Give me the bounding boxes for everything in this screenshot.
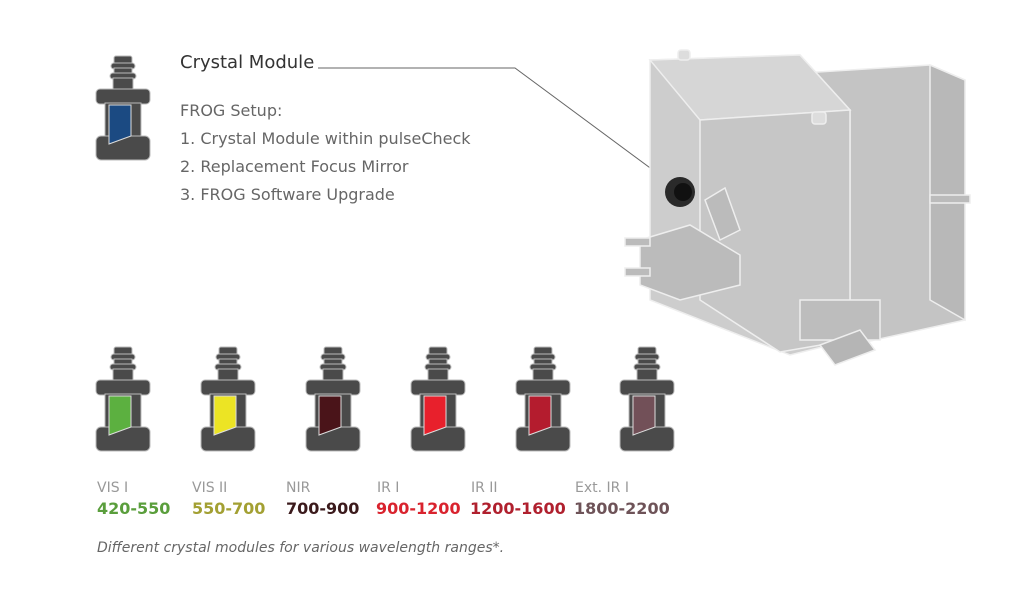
pulsecheck-device: [624, 49, 971, 366]
crystal-module-icon: [410, 346, 466, 452]
footnote: Different crystal modules for various wa…: [97, 540, 505, 556]
main-crystal-module-icon: [95, 55, 151, 161]
crystal-plate: [213, 395, 237, 436]
crystal-plate: [108, 104, 132, 145]
crystal-plate: [318, 395, 342, 436]
crystal-module-icon: [200, 346, 256, 452]
module-range: 420-550: [97, 499, 171, 518]
crystal-module-icon: [95, 346, 151, 452]
frog-setup-list: FROG Setup: 1. Crystal Module within pul…: [180, 97, 471, 209]
setup-item: 2. Replacement Focus Mirror: [180, 157, 409, 176]
setup-heading: FROG Setup:: [180, 101, 283, 120]
module-name: Ext. IR I: [575, 480, 629, 496]
crystal-plate: [108, 395, 132, 436]
callout-line: [318, 67, 681, 191]
module-range: 900-1200: [376, 499, 461, 518]
crystal-module-icon: [619, 346, 675, 452]
module-name: IR II: [471, 480, 498, 496]
crystal-plate: [528, 395, 552, 436]
setup-item: 3. FROG Software Upgrade: [180, 185, 395, 204]
crystal-module-icon: [305, 346, 361, 452]
module-range: 550-700: [192, 499, 266, 518]
module-range: 700-900: [286, 499, 360, 518]
setup-item: 1. Crystal Module within pulseCheck: [180, 129, 471, 148]
crystal-plate: [423, 395, 447, 436]
module-name: VIS II: [192, 480, 228, 496]
module-range: 1200-1600: [470, 499, 566, 518]
crystal-module-icon: [515, 346, 571, 452]
module-range: 1800-2200: [574, 499, 670, 518]
module-name: NIR: [286, 480, 311, 496]
crystal-module-title: Crystal Module: [180, 52, 315, 73]
module-name: VIS I: [97, 480, 129, 496]
crystal-plate: [632, 395, 656, 436]
module-name: IR I: [377, 480, 400, 496]
